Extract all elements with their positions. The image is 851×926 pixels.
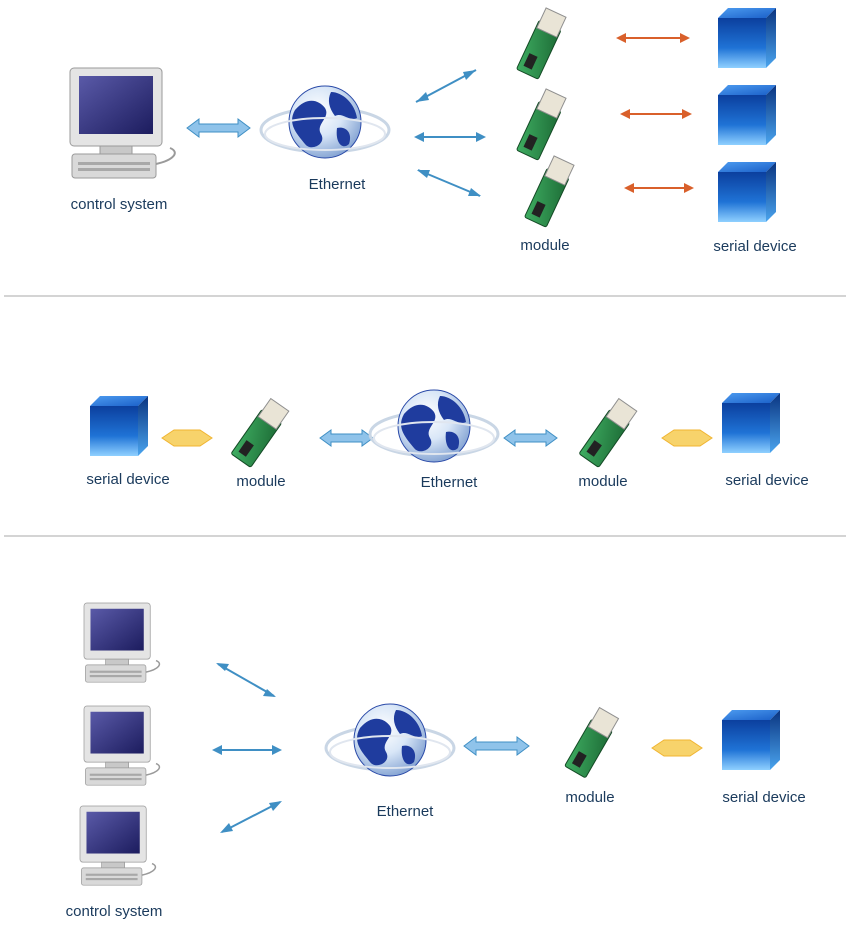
- arrow: [620, 109, 692, 119]
- arrow: [624, 183, 694, 193]
- module-icon: [579, 397, 638, 468]
- arrow: [417, 169, 481, 197]
- module-icon: [524, 155, 575, 228]
- arrow: [414, 132, 486, 142]
- section-divider: [4, 535, 846, 537]
- double-arrow: [463, 736, 530, 756]
- serial-device-icon: [718, 162, 776, 222]
- globe-icon: [324, 703, 456, 777]
- ethernet-label: Ethernet: [376, 803, 434, 820]
- double-arrow: [186, 118, 251, 138]
- arrow: [216, 663, 276, 697]
- section-divider: [4, 295, 846, 297]
- serial-device-icon: [722, 710, 780, 770]
- computer-icon: [83, 602, 161, 683]
- ethernet-label: Ethernet: [308, 176, 366, 193]
- control-system-label: control system: [65, 903, 163, 920]
- serial-device-icon: [718, 85, 776, 145]
- section-three: [79, 602, 780, 886]
- serial-device-icon: [90, 396, 148, 456]
- control-system-label: control system: [70, 196, 168, 213]
- computer-icon: [79, 805, 157, 886]
- serial-device-label: serial device: [725, 472, 809, 489]
- module-label: module: [565, 789, 615, 806]
- computer-icon: [69, 67, 176, 179]
- computer-icon: [83, 705, 161, 786]
- link-connector: [651, 739, 703, 757]
- module-icon: [516, 88, 567, 161]
- section-two: [90, 389, 780, 468]
- ethernet-label: Ethernet: [420, 474, 478, 491]
- serial-device-label: serial device: [713, 238, 797, 255]
- module-icon: [564, 706, 620, 778]
- section-one: [69, 7, 776, 228]
- module-icon: [516, 7, 567, 80]
- module-label: module: [236, 473, 286, 490]
- module-label: module: [520, 237, 570, 254]
- module-icon: [231, 397, 290, 468]
- double-arrow: [503, 429, 558, 447]
- serial-device-icon: [718, 8, 776, 68]
- globe-icon: [259, 85, 391, 159]
- arrow: [415, 69, 477, 103]
- serial-device-label: serial device: [86, 471, 170, 488]
- serial-device-icon: [722, 393, 780, 453]
- double-arrow: [319, 429, 374, 447]
- link-connector: [661, 429, 713, 447]
- arrow: [212, 745, 282, 755]
- globe-icon: [368, 389, 500, 463]
- link-connector: [161, 429, 213, 447]
- module-label: module: [578, 473, 628, 490]
- arrow: [616, 33, 690, 43]
- arrow: [220, 801, 282, 833]
- serial-device-label: serial device: [722, 789, 806, 806]
